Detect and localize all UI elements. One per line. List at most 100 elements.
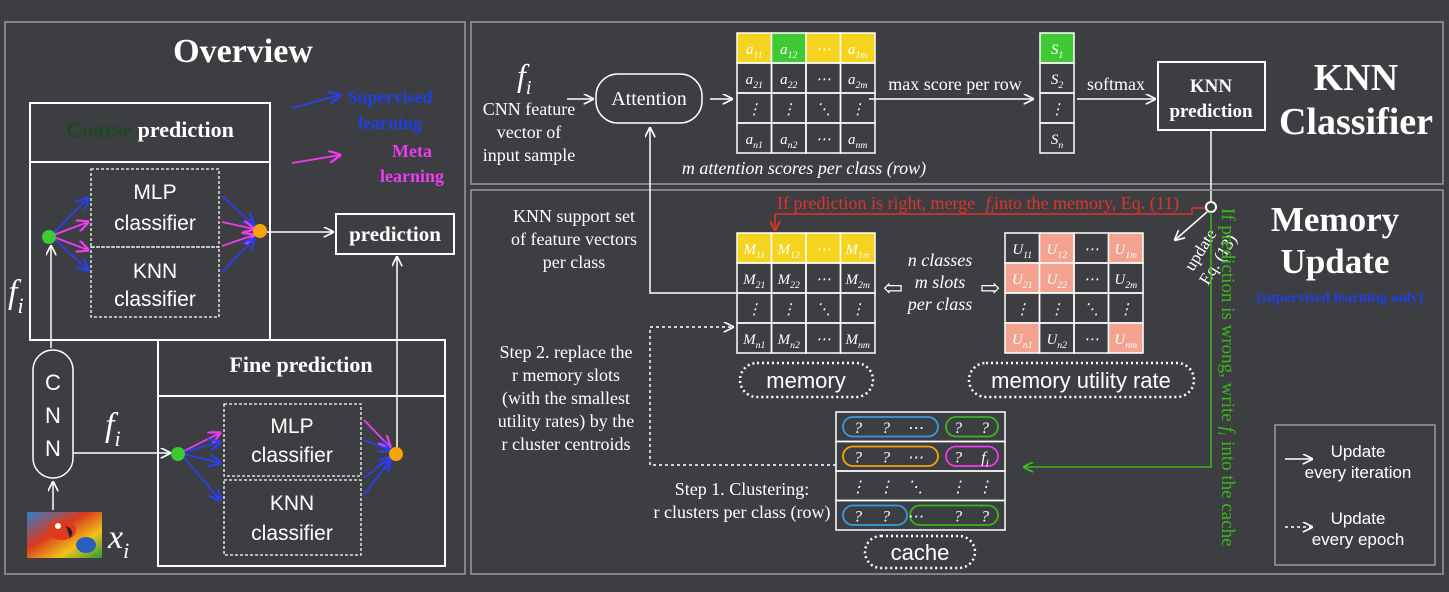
cache-cell-text: ⋮ <box>950 479 966 496</box>
parrot-image <box>27 512 102 558</box>
cache-cell-text: ⋯ <box>907 449 923 466</box>
score-grid-cell-text: anm <box>848 132 867 151</box>
update-legend-box <box>1274 424 1436 566</box>
step1-caption: Step 1. Clustering:r clusters per class … <box>654 479 831 523</box>
score-grid-cell <box>770 32 807 64</box>
score-grid-cell-text: ⋱ <box>816 102 831 118</box>
overview-title: Overview <box>173 33 313 70</box>
score-grid-cell <box>839 32 876 64</box>
memory-grid-cell-text: ⋮ <box>781 302 796 318</box>
cache-cell-text: ? <box>882 449 890 466</box>
utility-grid-cell-text: Un1 <box>1012 332 1033 351</box>
s-grid-cell-text: S2 <box>1051 72 1064 91</box>
cluster-outline <box>945 416 999 438</box>
cache-cell-text: ⋮ <box>850 479 866 496</box>
input-feature-symbol: fi <box>517 57 531 99</box>
cluster-outline <box>842 504 908 526</box>
meta-legend-arrow <box>291 155 340 164</box>
knn-classifier-panel <box>470 21 1444 185</box>
memory-grid-cell <box>770 232 807 264</box>
memory-update-panel <box>470 189 1444 575</box>
utility-grid-cell-text: ⋮ <box>1049 302 1064 318</box>
overview-panel <box>4 21 466 575</box>
utility-grid-cell <box>1107 322 1144 354</box>
coarse-output-node <box>253 224 267 238</box>
coarse-prediction-box <box>29 102 271 341</box>
memory-grid-cell-text: M2m <box>845 272 870 291</box>
cache-cell-text: ? <box>954 508 962 525</box>
coarse-mlp-classifier <box>90 168 220 248</box>
score-grid-cell-text: ⋯ <box>816 72 831 88</box>
cache-cell-text: ? <box>981 508 989 525</box>
utility-grid-cell <box>1004 262 1041 294</box>
coarse-knn-classifier <box>90 246 220 318</box>
memory-grid-cell-text: M21 <box>742 272 765 291</box>
utility-grid-cell-text: Un2 <box>1046 332 1067 351</box>
memory-grid-cell-text: M1m <box>845 242 870 261</box>
fine-output-node <box>389 447 403 461</box>
s-grid-cell-text: ⋮ <box>1050 102 1065 118</box>
fine-mlp-classifier <box>223 403 362 477</box>
memory-grid-cell-text: ⋱ <box>816 302 831 318</box>
memory-grid-cell-text: M11 <box>742 242 765 261</box>
score-grid-cell-text: ⋯ <box>816 42 831 58</box>
coarse-input-node <box>42 230 56 244</box>
utility-grid-cell-text: U22 <box>1046 272 1067 291</box>
right-hollow-arrow: ⇨ <box>980 276 1000 302</box>
utility-grid-cell <box>1004 322 1041 354</box>
cache-cell-text: ? <box>954 420 962 437</box>
cache-cell-text: ? <box>981 420 989 437</box>
score-grid-cell-text: ⋯ <box>816 132 831 148</box>
memory-grid-cell-text: ⋯ <box>816 332 831 348</box>
supervised-legend-arrow <box>291 95 340 109</box>
utility-grid-cell-text: ⋱ <box>1084 302 1099 318</box>
s-grid-cell-text: Sn <box>1051 132 1064 151</box>
score-grid-cell <box>839 122 876 154</box>
utility-grid-cell-text: U11 <box>1012 242 1032 261</box>
cache-label: cache <box>891 540 950 565</box>
decision-node <box>1205 201 1217 213</box>
memory-grid-cell-text: ⋮ <box>850 302 865 318</box>
memory-grid-cell-text: Mn1 <box>742 332 765 351</box>
utility-grid-cell-text: ⋯ <box>1084 272 1099 288</box>
cluster-outline <box>909 504 999 526</box>
cnn-block <box>32 349 74 479</box>
cache-row <box>835 499 1006 531</box>
utility-grid-cell <box>1038 232 1075 264</box>
attention-block <box>595 73 703 124</box>
softmax-label: softmax <box>1087 74 1145 94</box>
memory-grid-cell-text: ⋯ <box>816 272 831 288</box>
write-rule-text: If prediction is wrong, write fiinto the… <box>1215 208 1238 547</box>
memory-label-pill <box>738 361 875 399</box>
utility-grid-cell-text: U1m <box>1114 242 1137 261</box>
utility-grid-cell-text: U12 <box>1046 242 1067 261</box>
cache-cell-text: ? <box>882 508 890 525</box>
cache-cell-text: ? <box>954 449 962 466</box>
left-hollow-arrow: ⇦ <box>883 276 903 302</box>
input-sample-label: xi <box>107 519 129 563</box>
score-grid-cell-text: a21 <box>746 72 763 91</box>
memory-grid-cell-text: Mn2 <box>777 332 800 351</box>
score-grid-cell-text: a2m <box>848 72 867 91</box>
cache-cell-text: ? <box>854 449 862 466</box>
cache-cell-text: ? <box>854 420 862 437</box>
attention-scores-caption: m attention scores per class (row) <box>682 158 926 179</box>
utility-grid-cell-text: U2m <box>1114 272 1137 291</box>
cache-cell-text: ⋮ <box>878 479 894 496</box>
